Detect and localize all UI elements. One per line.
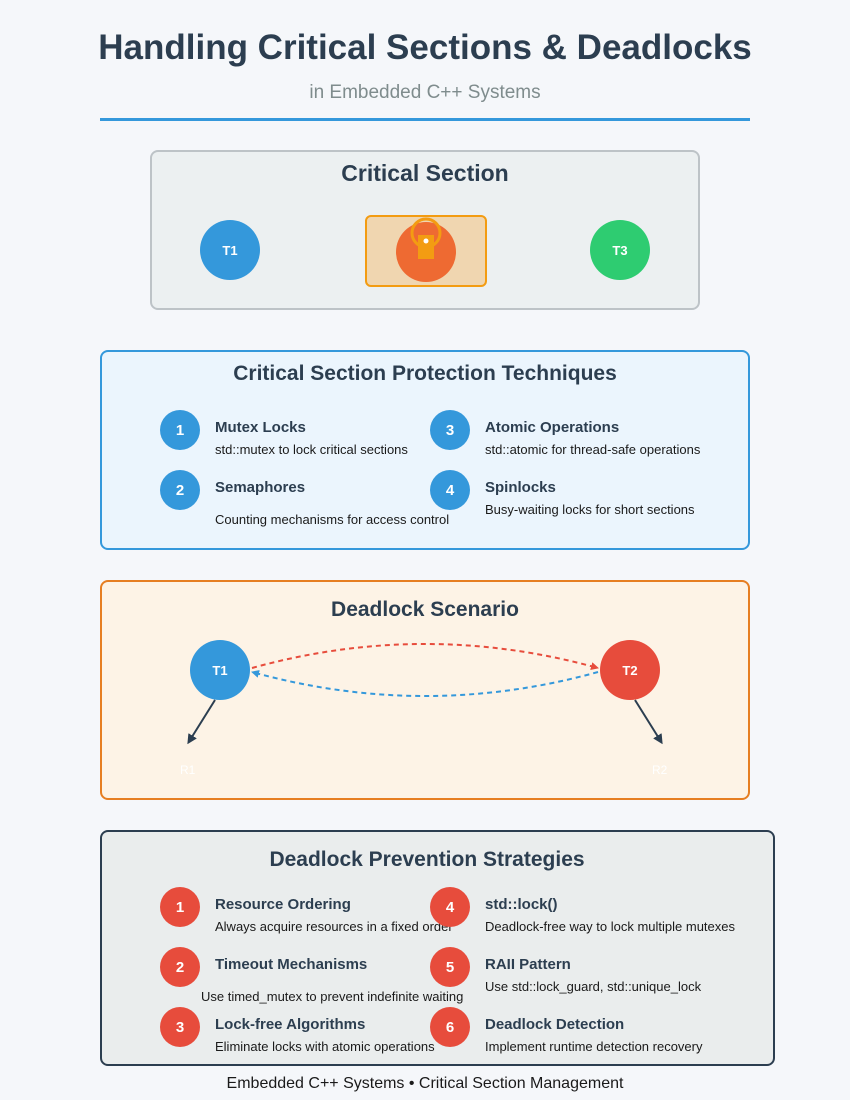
strategy-description: Use std::lock_guard, std::unique_lock [485, 979, 702, 994]
title-divider [100, 118, 750, 121]
strategy-number-badge: 6 [430, 1007, 470, 1047]
technique-name: Spinlocks [485, 479, 556, 496]
technique-description: std::atomic for thread-safe operations [485, 442, 701, 457]
lock-icon [410, 217, 442, 259]
protection-techniques-title: Critical Section Protection Techniques [233, 362, 617, 385]
strategy-name: Lock-free Algorithms [215, 1016, 366, 1033]
strategy-number-badge: 5 [430, 947, 470, 987]
strategy-resource-ordering: 1 Resource Ordering Always acquire resou… [160, 887, 453, 947]
prevention-strategies-title: Deadlock Prevention Strategies [269, 848, 585, 871]
technique-number-badge: 1 [160, 410, 200, 450]
resource-r1-label: R1 [180, 763, 196, 777]
strategy-description: Eliminate locks with atomic operations [215, 1039, 435, 1054]
critical-section-panel: Critical Section T1 T3 [150, 150, 700, 310]
wait-arrow-t1-to-t2 [251, 643, 599, 670]
prevention-strategies-panel: Deadlock Prevention Strategies 1 Resourc… [100, 830, 775, 1066]
deadlock-thread-t2-node: T2 [600, 640, 660, 700]
page-title: Handling Critical Sections & Deadlocks [98, 28, 752, 67]
strategy-name: Resource Ordering [215, 896, 351, 913]
technique-description: std::mutex to lock critical sections [215, 442, 408, 457]
critical-section-title: Critical Section [341, 160, 509, 186]
strategy-description: Use timed_mutex to prevent indefinite wa… [201, 989, 464, 1004]
strategy-number-badge: 1 [160, 887, 200, 927]
technique-name: Mutex Locks [215, 419, 306, 436]
technique-description: Counting mechanisms for access control [215, 512, 450, 527]
strategy-timeout-mechanisms: 2 Timeout Mechanisms Use timed_mutex to … [160, 947, 463, 1007]
technique-mutex-locks: 1 Mutex Locks std::mutex to lock critica… [160, 410, 450, 470]
locked-resource-area [365, 215, 487, 287]
resource-r2-label: R2 [652, 763, 668, 777]
hold-line-t1-r1 [187, 699, 216, 745]
strategy-raii-pattern: 5 RAII Pattern Use std::lock_guard, std:… [430, 947, 720, 1007]
technique-number-badge: 2 [160, 470, 200, 510]
technique-name: Atomic Operations [485, 419, 620, 436]
deadlock-scenario-title: Deadlock Scenario [331, 598, 519, 621]
protection-techniques-panel: Critical Section Protection Techniques 1… [100, 350, 750, 550]
technique-number-badge: 4 [430, 470, 470, 510]
technique-description: Busy-waiting locks for short sections [485, 502, 695, 517]
strategy-description: Deadlock-free way to lock multiple mutex… [485, 919, 735, 934]
strategy-description: Implement runtime detection recovery [485, 1039, 703, 1054]
strategy-number-badge: 2 [160, 947, 200, 987]
technique-number-badge: 3 [430, 410, 470, 450]
thread-t1-node: T1 [200, 220, 260, 280]
strategy-name: Deadlock Detection [485, 1016, 625, 1033]
strategy-description: Always acquire resources in a fixed orde… [215, 919, 453, 934]
strategy-name: std::lock() [485, 896, 558, 913]
deadlock-scenario-panel: Deadlock Scenario T1 T2 R1 R2 [100, 580, 750, 800]
deadlock-thread-t1-node: T1 [190, 640, 250, 700]
strategy-name: RAII Pattern [485, 956, 571, 973]
strategy-number-badge: 3 [160, 1007, 200, 1047]
deadlock-arrows [187, 643, 663, 745]
hold-line-t2-r2 [634, 699, 663, 745]
strategy-std-lock: 4 std::lock() Deadlock-free way to lock … [430, 887, 735, 947]
strategy-deadlock-detection: 6 Deadlock Detection Implement runtime d… [430, 1007, 720, 1067]
thread-t3-node: T3 [590, 220, 650, 280]
technique-semaphores: 2 Semaphores Counting mechanisms for acc… [160, 470, 450, 530]
strategy-name: Timeout Mechanisms [215, 956, 368, 973]
technique-atomic-operations: 3 Atomic Operations std::atomic for thre… [430, 410, 720, 470]
strategy-lock-free-algorithms: 3 Lock-free Algorithms Eliminate locks w… [160, 1007, 450, 1067]
page-footer: Embedded C++ Systems • Critical Section … [226, 1075, 624, 1092]
strategy-number-badge: 4 [430, 887, 470, 927]
technique-name: Semaphores [215, 479, 306, 496]
page-subtitle: in Embedded C++ Systems [309, 82, 541, 103]
wait-arrow-t2-to-t1 [251, 670, 599, 697]
technique-spinlocks: 4 Spinlocks Busy-waiting locks for short… [430, 470, 720, 530]
